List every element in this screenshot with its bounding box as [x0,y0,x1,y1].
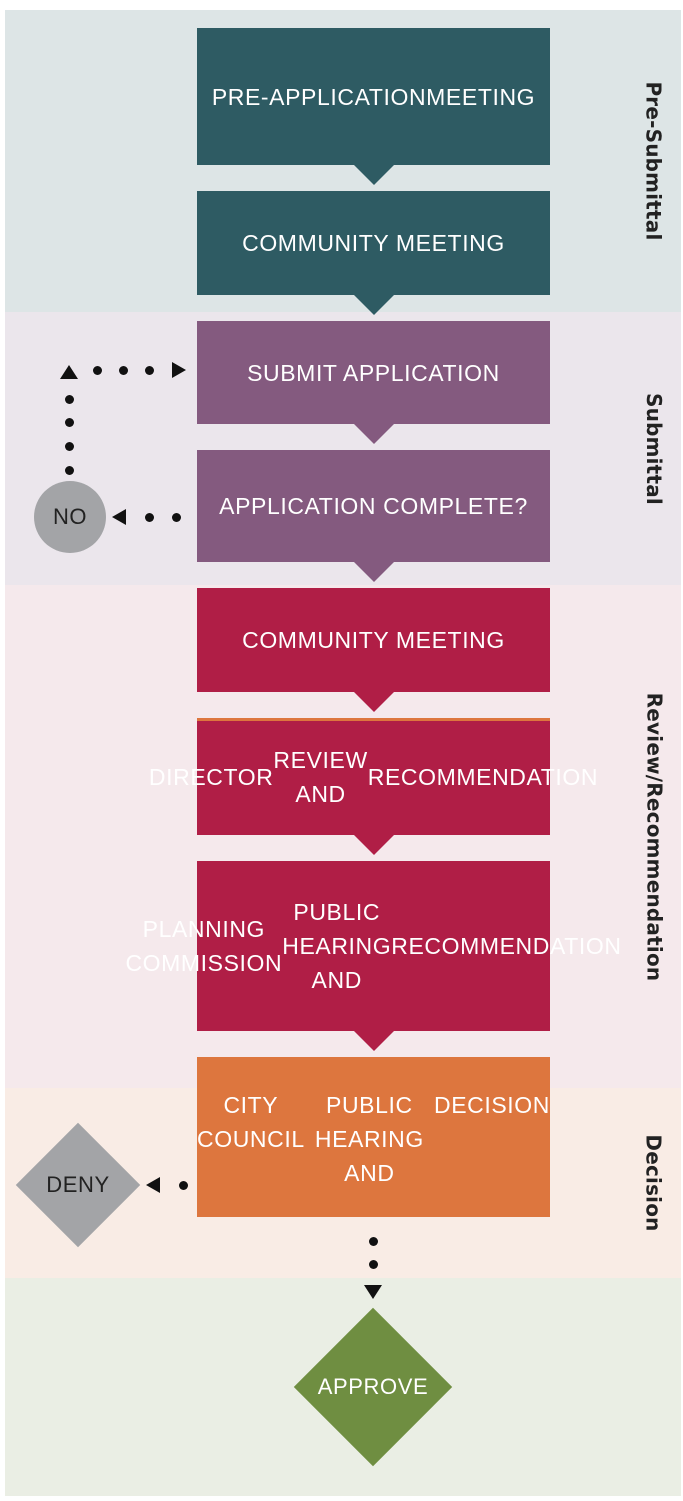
step-line: REVIEW AND [273,746,368,807]
connector-dot [118,365,128,375]
step-planning-commission: PLANNING COMMISSION PUBLIC HEARING AND R… [125,861,621,1051]
step-line: RECOMMENDATION [367,763,599,790]
connector-dot [64,465,74,475]
connector-dot [64,417,74,427]
step-line: DIRECTOR [148,763,274,790]
connector-dot [171,512,181,522]
deny-label: DENY [46,1172,110,1197]
step-application-complete: APPLICATION COMPLETE? [197,450,550,582]
phase-label-decision: Decision [642,1134,666,1232]
step-line: PLANNING COMMISSION [125,916,283,976]
phase-label-submittal: Submittal [642,392,666,505]
review-divider-accent [197,718,550,721]
step-city-council: CITY COUNCIL PUBLIC HEARING AND DECISION [197,1057,550,1217]
step-line: PUBLIC HEARING AND [314,1092,424,1186]
arrowhead-left [112,509,126,525]
connector-dot [144,365,154,375]
step-submit-application: SUBMIT APPLICATION [197,321,550,444]
connector-dot [92,365,102,375]
step-line: APPLICATION COMPLETE? [219,493,528,519]
connector-dot [64,394,74,404]
step-line: COMMUNITY MEETING [242,230,505,256]
connector-dot [64,441,74,451]
arrowhead-down [364,1285,382,1299]
step-director-review: DIRECTOR REVIEW AND RECOMMENDATION [149,718,597,855]
no-decision-node: NO [34,481,106,553]
step-line: RECOMMENDATION [391,933,622,959]
connector-dot [368,1259,378,1269]
no-label: NO [53,504,87,529]
arrowhead-up [60,365,78,379]
step-line: PUBLIC HEARING AND [282,899,392,993]
connector-dot [144,512,154,522]
step-line: CITY COUNCIL [197,1092,305,1152]
step-line: MEETING [426,83,536,110]
arrowhead-left [146,1177,160,1193]
step-community-meeting-2: COMMUNITY MEETING [197,588,550,712]
step-community-meeting-1: COMMUNITY MEETING [197,191,550,315]
step-line: PRE-APPLICATION [211,83,427,110]
connector-dot [368,1236,378,1246]
phase-label-pre-submittal: Pre-Submittal [642,81,666,241]
step-line: COMMUNITY MEETING [242,627,505,653]
step-line: DECISION [434,1092,550,1118]
step-line: SUBMIT APPLICATION [247,359,500,386]
arrowhead-right [172,362,186,378]
connector-dot [178,1180,188,1190]
phase-label-review: Review/Recommendation [642,692,666,981]
approve-label: APPROVE [317,1374,429,1399]
step-pre-application-meeting: PRE-APPLICATION MEETING [197,28,550,185]
